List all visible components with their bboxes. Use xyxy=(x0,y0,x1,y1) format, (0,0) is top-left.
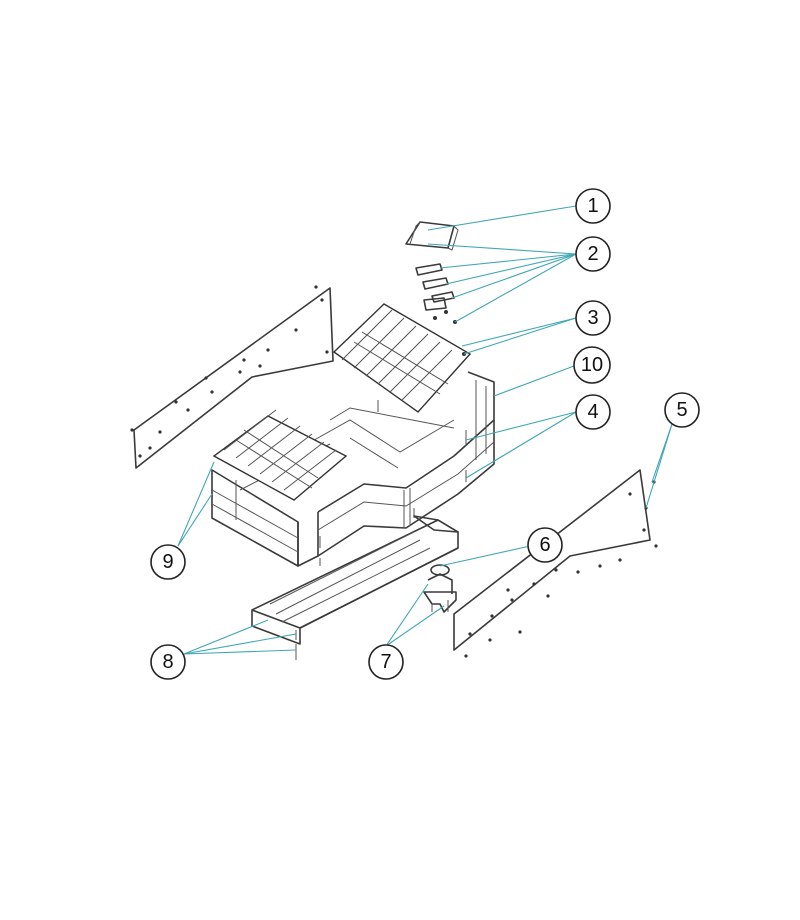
part-bolts xyxy=(319,400,467,566)
callout-label: 3 xyxy=(587,307,598,329)
callout-3: 3 xyxy=(575,300,611,336)
callout-label: 10 xyxy=(581,354,603,376)
callout-1: 1 xyxy=(575,188,611,224)
callout-8: 8 xyxy=(150,644,186,680)
part-base-rail xyxy=(251,515,459,660)
callout-4: 4 xyxy=(575,394,611,430)
part-brackets xyxy=(415,263,457,324)
callout-label: 9 xyxy=(162,551,173,573)
callout-9: 9 xyxy=(150,544,186,580)
part-headrest-pad xyxy=(405,221,459,251)
callout-5: 5 xyxy=(664,392,700,428)
callout-label: 1 xyxy=(587,195,598,217)
part-foot-deck xyxy=(212,409,348,501)
callout-label: 8 xyxy=(162,651,173,673)
callout-10: 10 xyxy=(573,346,611,384)
part-back-deck xyxy=(332,303,472,413)
callout-label: 5 xyxy=(676,399,687,421)
callout-label: 2 xyxy=(587,243,598,265)
leader-lines xyxy=(177,205,673,655)
callout-6: 6 xyxy=(527,527,563,563)
callout-label: 6 xyxy=(539,534,550,556)
callout-label: 4 xyxy=(587,401,598,423)
part-clamp xyxy=(423,564,457,613)
part-side-panel-right xyxy=(453,469,658,658)
callout-7: 7 xyxy=(368,644,404,680)
callout-2: 2 xyxy=(575,236,611,272)
part-side-panel-left xyxy=(130,285,334,469)
callout-label: 7 xyxy=(380,651,391,673)
